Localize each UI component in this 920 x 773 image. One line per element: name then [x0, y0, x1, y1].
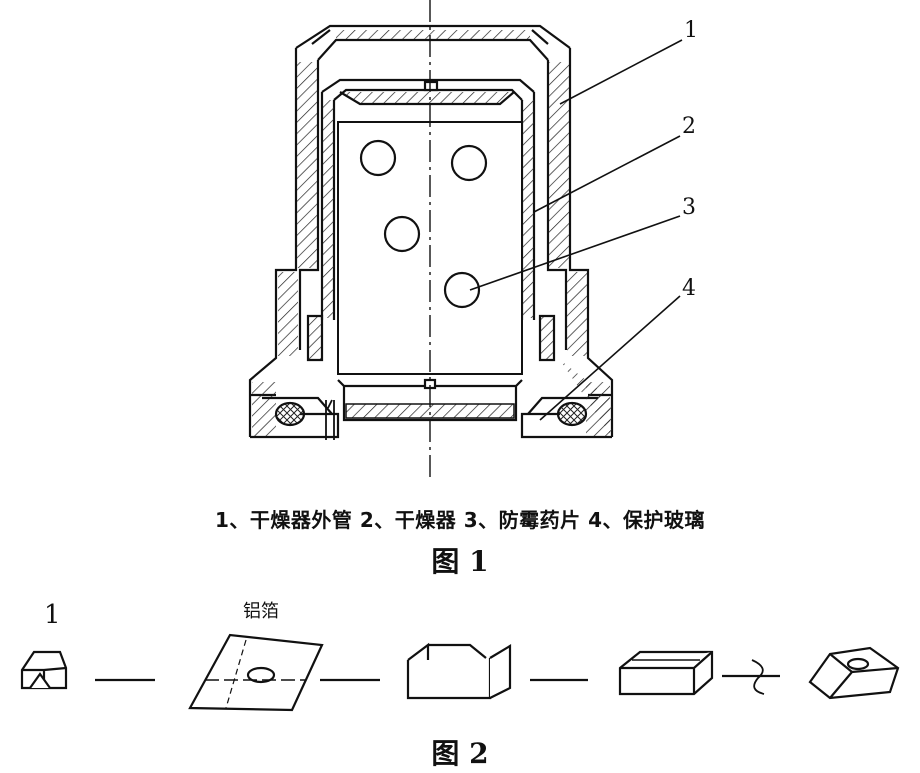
leader-lines — [469, 39, 683, 421]
figure1-caption: 1、干燥器外管 2、干燥器 3、防霉药片 4、保护玻璃 — [214, 508, 706, 532]
leader-1 — [559, 39, 683, 105]
outer-tube-left-wall — [248, 48, 298, 437]
foil-label: 铝箔 — [243, 601, 279, 622]
seal-ring-left — [274, 401, 306, 427]
step2-foil-icon — [188, 633, 324, 712]
leader-4 — [539, 295, 681, 421]
outer-tube-left-hatch — [297, 62, 317, 268]
label-1: 1 — [684, 18, 698, 43]
figure2-title: 图 2 — [431, 737, 489, 770]
label-2: 2 — [682, 114, 696, 139]
step4-packet-icon — [618, 650, 714, 696]
tablet — [443, 271, 481, 309]
tablet — [383, 215, 421, 253]
label-3: 3 — [682, 195, 696, 220]
leader-2 — [533, 135, 681, 213]
outer-tube-right-hatch — [549, 62, 569, 268]
step-number: 1 — [44, 600, 61, 630]
step3-fold-icon — [406, 642, 512, 700]
step1-tablet-icon — [20, 650, 68, 690]
figure1-title: 图 1 — [431, 545, 489, 578]
outer-tube-right-wall — [568, 48, 614, 437]
tablet — [450, 144, 488, 182]
step5-sealed-icon — [808, 646, 900, 700]
tablet — [359, 139, 397, 177]
twist-mark — [751, 659, 765, 695]
outer-tube-top — [295, 24, 571, 49]
label-4: 4 — [682, 276, 696, 301]
packaging-steps — [20, 633, 900, 712]
dryer-cross-section — [248, 24, 614, 440]
seal-ring-right — [556, 401, 588, 427]
leader-3 — [469, 215, 681, 291]
